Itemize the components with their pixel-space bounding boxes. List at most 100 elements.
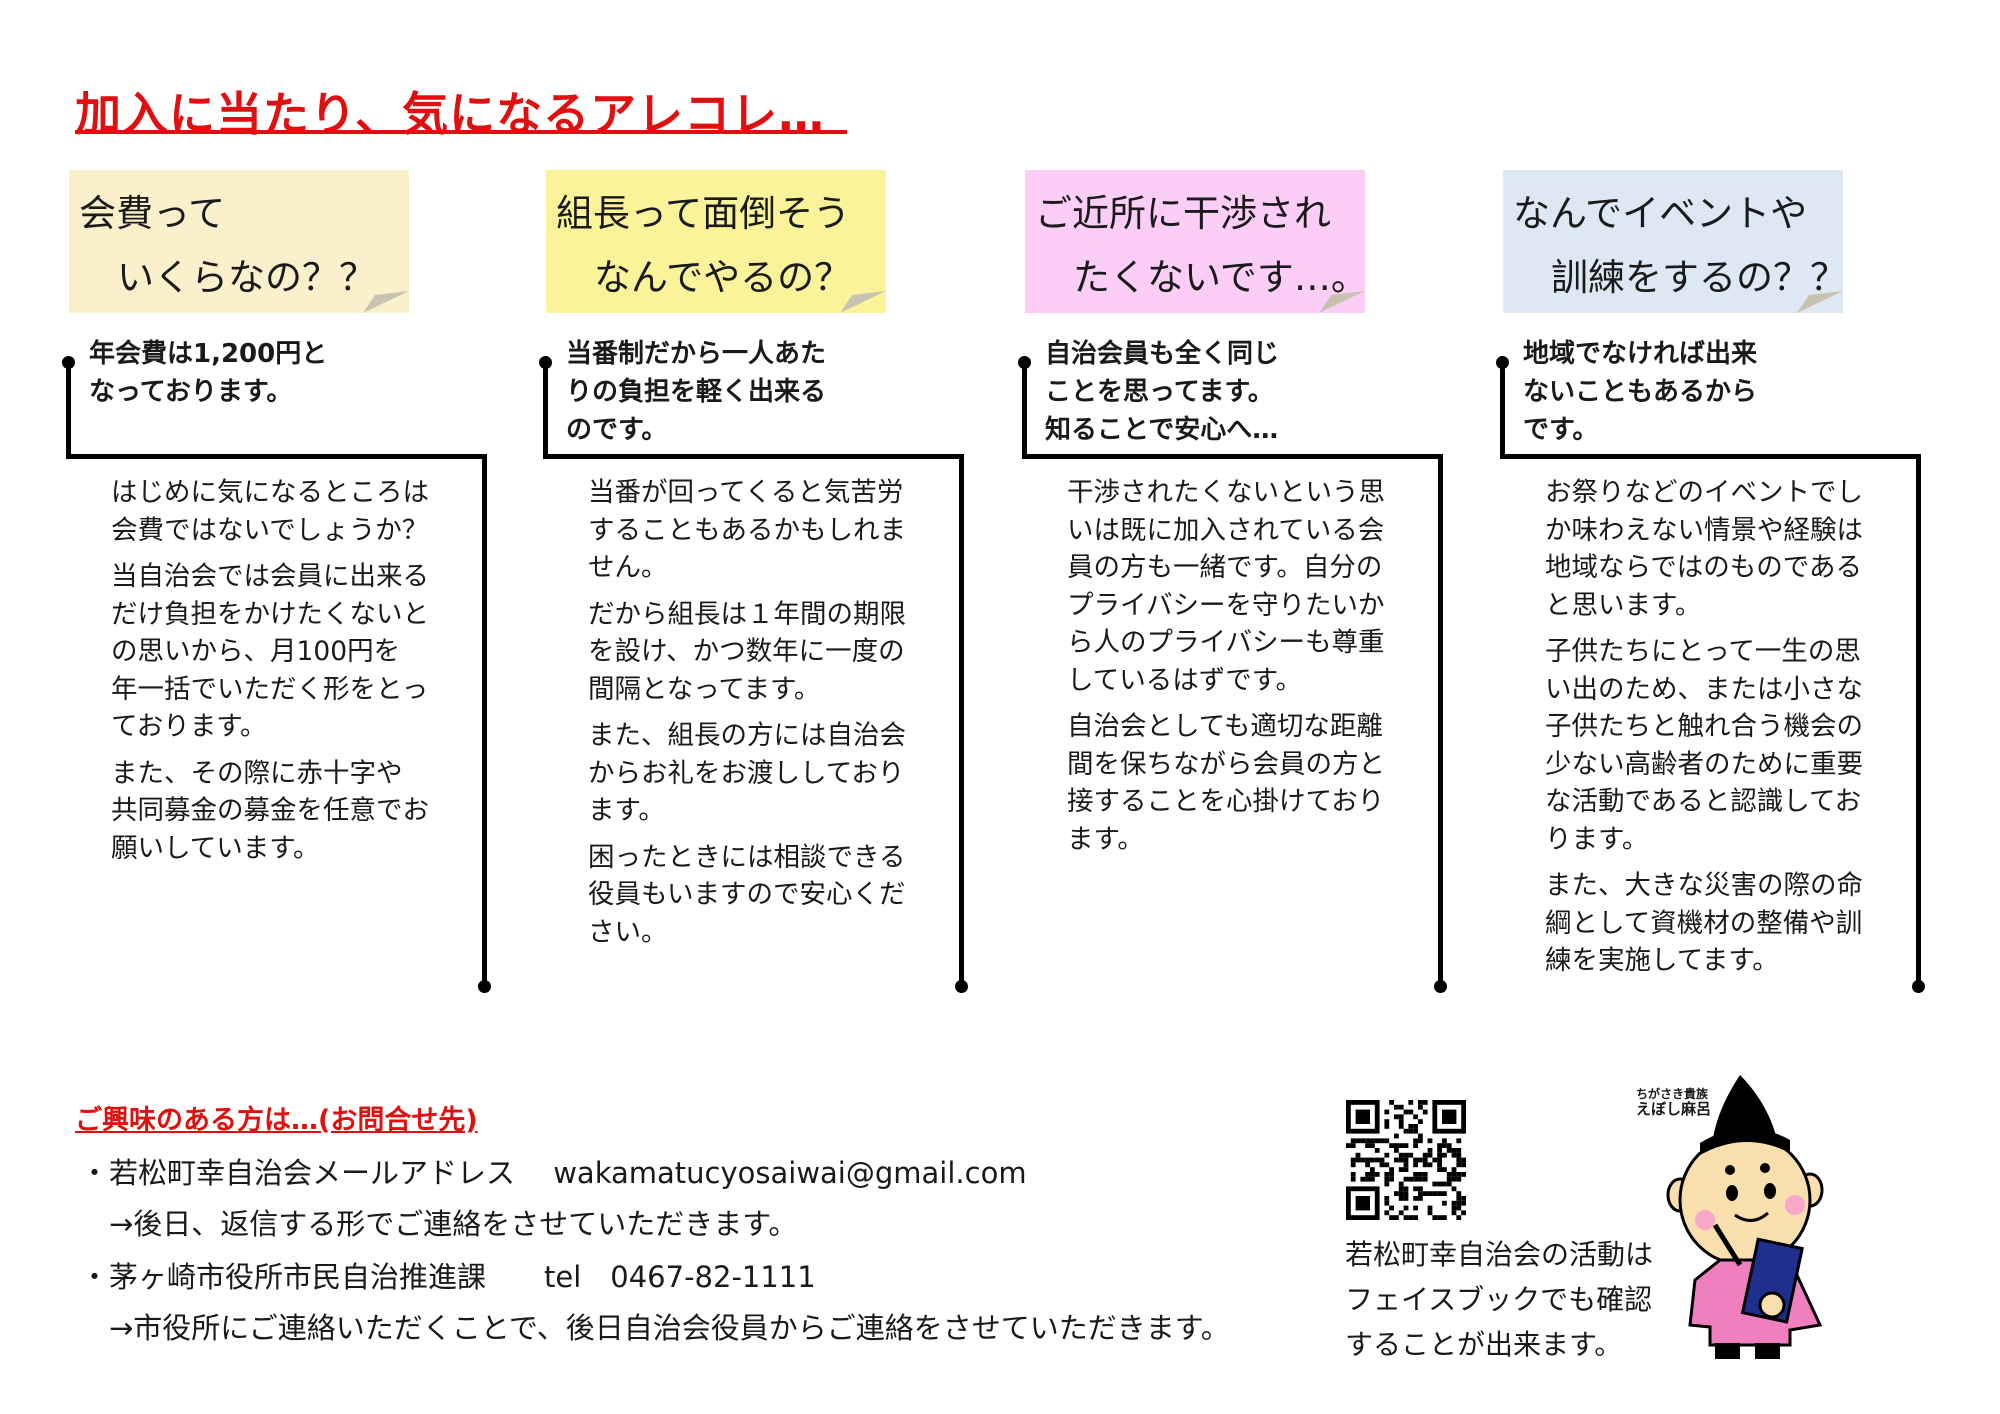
answer-paragraph: また、組長の方には自治会からお礼をお渡ししております。 — [588, 717, 906, 830]
paragraph-line: 年一括でいただく形をとっ — [111, 673, 429, 705]
contact-phone-line: ・茅ヶ崎市役所市民自治推進課 tel 0467-82-1111 — [80, 1260, 816, 1294]
answer-summary: 地域でなければ出来ないこともあるからです。 — [1523, 335, 1757, 449]
question-line: いくらなの？？ — [117, 256, 376, 299]
paragraph-line: 共同募金の募金を任意でお — [111, 795, 429, 826]
answer-paragraph: 子供たちにとって一生の思い出のため、または小さな子供たちと触れ合う機会の少ない高… — [1545, 633, 1863, 858]
question-line: なんでやるの？ — [594, 256, 852, 299]
paragraph-line: を設け、かつ数年に一度の — [588, 636, 905, 667]
contact-email-note: →後日、返信する形でご連絡をさせていただきます。 — [80, 1207, 798, 1241]
question-line: なんでイベントや — [1513, 192, 1808, 235]
summary-line: 知ることで安心へ… — [1045, 415, 1279, 445]
paragraph-line: 綱として資機材の整備や訓 — [1545, 907, 1863, 939]
answer-paragraph: お祭りなどのイベントでしか味わえない情景や経験は地域ならではのものであると思いま… — [1545, 474, 1863, 624]
title-underline — [75, 130, 847, 134]
paragraph-line: 役員もいますので安心くだ — [588, 879, 906, 910]
paragraph-line: 間を保ちながら会員の方と — [1067, 748, 1385, 780]
page-curl-icon — [840, 291, 886, 313]
question-line: 会費って — [79, 192, 226, 235]
contact-email-line: ・若松町幸自治会メールアドレス wakamatucyosaiwai@gmail.… — [80, 1156, 1027, 1190]
answer-paragraph: 干渉されたくないという思いは既に加入されている会員の方も一緒です。自分のプライバ… — [1067, 474, 1385, 699]
paragraph-line: また、その際に赤十字や — [111, 757, 403, 789]
question-sticky-note: ご近所に干渉され たくないです…。 — [1025, 170, 1365, 313]
paragraph-line: することもあるかもしれま — [588, 514, 906, 546]
question-sticky-note: 組長って面倒そう なんでやるの？ — [546, 170, 886, 313]
timeline-line — [66, 362, 71, 457]
paragraph-line: 困ったときには相談できる — [588, 841, 906, 873]
facebook-note-line: フェイスブックでも確認 — [1345, 1283, 1653, 1316]
paragraph-line: と思います。 — [1545, 589, 1702, 621]
paragraph-line: ております。 — [111, 711, 267, 742]
timeline-dot — [955, 980, 968, 993]
answer-paragraph: 困ったときには相談できる役員もいますので安心ください。 — [588, 839, 906, 952]
paragraph-line: 員の方も一緒です。自分の — [1067, 552, 1383, 583]
facebook-note: 若松町幸自治会の活動は フェイスブックでも確認 することが出来ます。 — [1345, 1232, 1653, 1367]
contact-heading: ご興味のある方は…(お問合せ先) — [75, 1105, 478, 1136]
answer-body: お祭りなどのイベントでしか味わえない情景や経験は地域ならではのものであると思いま… — [1545, 474, 1863, 989]
paragraph-line: 会費ではないでしょうか？ — [111, 514, 429, 546]
paragraph-line: お祭りなどのイベントでし — [1545, 477, 1863, 508]
paragraph-line: ります。 — [1545, 823, 1649, 855]
timeline-line — [1500, 362, 1505, 457]
mascot-name: えぼし麻呂 — [1636, 1100, 1712, 1118]
paragraph-line: 間隔となってます。 — [588, 673, 821, 705]
paragraph-line: な活動であると認識してお — [1545, 786, 1862, 817]
facebook-note-line: 若松町幸自治会の活動は — [1345, 1238, 1654, 1271]
question-sticky-note: なんでイベントや 訓練をするの？？ — [1503, 170, 1843, 313]
answer-paragraph: また、その際に赤十字や共同募金の募金を任意でお願いしています。 — [111, 755, 429, 868]
paragraph-line: ます。 — [1067, 823, 1144, 855]
paragraph-line: 自治会としても適切な距離 — [1067, 711, 1383, 742]
paragraph-line: からお礼をお渡ししており — [588, 757, 905, 789]
answer-paragraph: だから組長は１年間の期限を設け、かつ数年に一度の間隔となってます。 — [588, 596, 906, 709]
answer-paragraph: 自治会としても適切な距離間を保ちながら会員の方と接することを心掛けております。 — [1067, 708, 1385, 858]
paragraph-line: 当番が回ってくると気苦労 — [588, 477, 904, 508]
contact-phone-note: →市役所にご連絡いただくことで、後日自治会役員からご連絡をさせていただきます。 — [80, 1311, 1230, 1345]
timeline-line — [1022, 362, 1027, 457]
timeline-line — [1916, 454, 1921, 987]
paragraph-line: しているはずです。 — [1067, 664, 1303, 696]
answer-body: 干渉されたくないという思いは既に加入されている会員の方も一緒です。自分のプライバ… — [1067, 474, 1385, 867]
mascot-illustration — [1666, 1075, 1824, 1359]
timeline-dot — [1912, 980, 1925, 993]
paragraph-line: 当自治会では会員に出来る — [111, 561, 429, 592]
summary-line: ことを思ってます。 — [1045, 377, 1274, 407]
paragraph-line: 子供たちにとって一生の思 — [1545, 636, 1861, 667]
paragraph-line: せん。 — [588, 552, 668, 583]
paragraph-line: 干渉されたくないという思 — [1067, 477, 1385, 508]
facebook-note-line: することが出来ます。 — [1345, 1328, 1623, 1361]
paragraph-line: ら人のプライバシーも尊重 — [1067, 627, 1385, 658]
summary-line: りの負担を軽く出来る — [566, 377, 827, 407]
question-line: たくないです…。 — [1073, 256, 1365, 299]
paragraph-line: 願いしています。 — [111, 832, 320, 864]
timeline-dot — [1434, 980, 1447, 993]
paragraph-line: 子供たちと触れ合う機会の — [1545, 711, 1863, 742]
answer-paragraph: また、大きな災害の際の命綱として資機材の整備や訓練を実施してます。 — [1545, 867, 1863, 980]
timeline-line — [959, 454, 964, 987]
paragraph-line: の思いから、月100円を — [111, 636, 401, 667]
paragraph-line: 地域ならではのものである — [1545, 552, 1862, 583]
summary-line: ないこともあるから — [1523, 377, 1758, 407]
timeline-line — [543, 454, 964, 459]
answer-summary: 年会費は1,200円となっております。 — [89, 335, 327, 411]
timeline-line — [482, 454, 487, 987]
paragraph-line: 少ない高齢者のために重要 — [1545, 748, 1863, 780]
qr-code[interactable] — [1346, 1100, 1466, 1220]
mascot-caption-small: ちがさき貴族 — [1636, 1087, 1709, 1101]
answer-paragraph: 当番が回ってくると気苦労することもあるかもしれません。 — [588, 474, 906, 587]
paragraph-line: さい。 — [588, 916, 668, 948]
answer-paragraph: 当自治会では会員に出来るだけ負担をかけたくないとの思いから、月100円を年一括で… — [111, 558, 429, 746]
page-curl-icon — [1797, 291, 1843, 313]
paragraph-line: ます。 — [588, 795, 665, 826]
timeline-line — [1022, 454, 1443, 459]
paragraph-line: 練を実施してます。 — [1545, 945, 1779, 976]
timeline-line — [543, 362, 548, 457]
paragraph-line: また、大きな災害の際の命 — [1545, 870, 1863, 901]
paragraph-line: はじめに気になるところは — [111, 477, 429, 508]
paragraph-line: か味わえない情景や経験は — [1545, 514, 1863, 546]
summary-line: 年会費は1,200円と — [89, 339, 328, 369]
question-line: ご近所に干渉され — [1035, 192, 1331, 235]
paragraph-line: だから組長は１年間の期限 — [588, 598, 906, 630]
summary-line: です。 — [1523, 415, 1599, 445]
answer-paragraph: はじめに気になるところは会費ではないでしょうか？ — [111, 474, 429, 549]
paragraph-line: だけ負担をかけたくないと — [111, 598, 429, 630]
page-title: 加入に当たり、気になるアレコレ… — [75, 87, 826, 141]
